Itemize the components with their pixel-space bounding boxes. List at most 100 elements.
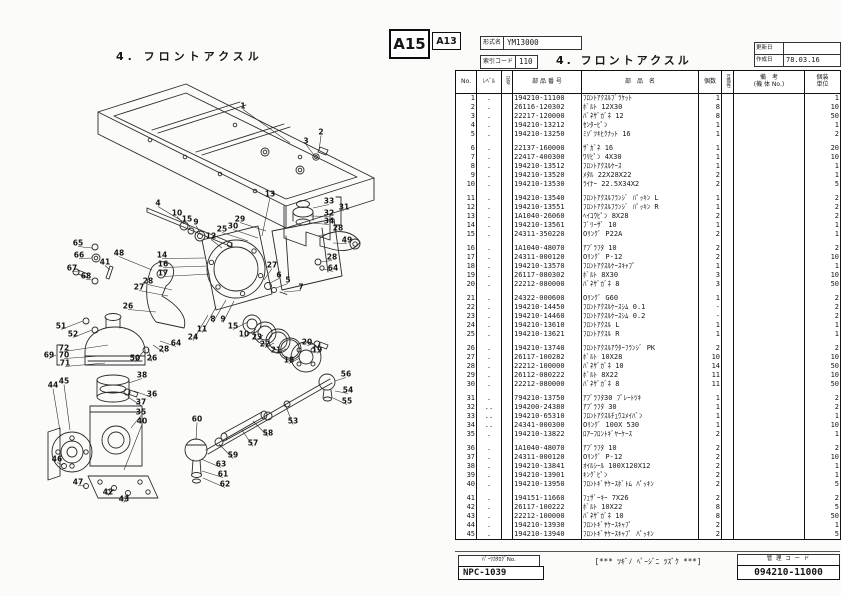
cell-unit: 10 xyxy=(804,421,841,430)
cell-unit: 1 xyxy=(804,230,841,239)
cell-note xyxy=(733,162,805,171)
cell-sym xyxy=(501,362,513,371)
cell-pn: 794210-13750 xyxy=(512,394,582,403)
cell-note xyxy=(733,93,805,103)
cell-qty: 8 xyxy=(698,512,722,521)
cell-unit: 2 xyxy=(804,394,841,403)
cell-unit: 1 xyxy=(804,412,841,421)
cell-note xyxy=(733,330,805,339)
cell-compat xyxy=(721,171,734,180)
cell-note xyxy=(733,403,805,412)
cell-pn: 194210-14450 xyxy=(512,303,582,312)
cell-note xyxy=(733,412,805,421)
cell-compat xyxy=(721,130,734,139)
callout-24: 24 xyxy=(187,332,199,342)
group-gap xyxy=(455,389,841,394)
cell-sym xyxy=(501,403,513,412)
cell-level: . xyxy=(476,153,502,162)
cell-note xyxy=(733,153,805,162)
group-gap xyxy=(455,439,841,444)
cell-unit: 1 xyxy=(804,430,841,439)
cell-name: ﾊﾞﾈｻﾞｶﾞﾈ 12 xyxy=(581,112,699,121)
cell-no: 44 xyxy=(455,521,477,530)
cell-no: 10 xyxy=(455,180,477,189)
cell-name: ﾌﾛﾝﾄｱｸｽﾙﾌﾞﾗｹｯﾄ xyxy=(581,93,699,103)
cell-name: ｻﾞｶﾞﾈ 16 xyxy=(581,144,699,153)
continued-note: [*** ﾂｷﾞﾉ ﾍﾟｰｼﾞﾆ ﾂｽﾞｸ ***] xyxy=(594,557,702,566)
cell-level: . xyxy=(476,212,502,221)
callout-26: 26 xyxy=(122,301,134,311)
cell-name: ｾﾝﾀｰﾋﾟﾝ xyxy=(581,121,699,130)
cell-sym xyxy=(501,512,513,521)
cell-level: .. xyxy=(476,421,502,430)
cell-sym xyxy=(501,344,513,353)
cell-sym xyxy=(501,303,513,312)
cell-qty: 1 xyxy=(698,153,722,162)
group-gap xyxy=(455,189,841,194)
cell-unit: 20 xyxy=(804,144,841,153)
col-part-name: 部 品 名 xyxy=(581,70,699,94)
cell-pn: 26112-080222 xyxy=(512,371,582,380)
cell-compat xyxy=(721,244,734,253)
cell-note xyxy=(733,194,805,203)
group-gap xyxy=(455,289,841,294)
cell-no: 2 xyxy=(455,103,477,112)
cell-pn: 194210-13740 xyxy=(512,344,582,353)
cell-name: ﾎﾞﾙﾄ 10X28 xyxy=(581,353,699,362)
cell-unit: 10 xyxy=(804,153,841,162)
callout-9: 9 xyxy=(220,314,226,324)
cell-name: ﾊﾞﾈｻﾞｶﾞﾈ 10 xyxy=(581,512,699,521)
cell-compat xyxy=(721,212,734,221)
cell-pn: 194210-13530 xyxy=(512,180,582,189)
cell-qty: 2 xyxy=(698,230,722,239)
cell-note xyxy=(733,462,805,471)
cell-no: 17 xyxy=(455,253,477,262)
cell-compat xyxy=(721,394,734,403)
group-gap xyxy=(455,489,841,494)
cell-no: 32 xyxy=(455,403,477,412)
cell-compat xyxy=(721,371,734,380)
cell-no: 35 xyxy=(455,430,477,439)
cell-sym xyxy=(501,144,513,153)
cell-note xyxy=(733,221,805,230)
cell-name: ﾛｱｰﾌﾛﾝﾄｷﾞﾔｰｹｰｽ xyxy=(581,430,699,439)
cell-pn: 194210-13822 xyxy=(512,430,582,439)
cell-name: ﾌﾞﾘｰｻﾞ 10 xyxy=(581,221,699,230)
cell-name: Oﾘﾝｸﾞ G60 xyxy=(581,294,699,303)
callout-15: 15 xyxy=(227,321,239,331)
cell-compat xyxy=(721,494,734,503)
cell-no: 14 xyxy=(455,221,477,230)
cell-level: . xyxy=(476,180,502,189)
cell-qty: 1 xyxy=(698,144,722,153)
callout-43: 43 xyxy=(118,494,130,504)
cell-compat xyxy=(721,480,734,489)
cell-level: . xyxy=(476,203,502,212)
cell-sym xyxy=(501,453,513,462)
cell-pn: 194210-13930 xyxy=(512,521,582,530)
cell-qty: 1 xyxy=(698,262,722,271)
cell-unit: 1 xyxy=(804,471,841,480)
cell-sym xyxy=(501,262,513,271)
cell-sym xyxy=(501,353,513,362)
cell-sym xyxy=(501,380,513,389)
callout-20: 20 xyxy=(301,337,313,347)
callout-37: 37 xyxy=(135,397,147,407)
cell-note xyxy=(733,280,805,289)
callout-6: 6 xyxy=(276,270,282,280)
cell-level: . xyxy=(476,353,502,362)
cell-compat xyxy=(721,530,734,540)
index-code-value: 110 xyxy=(519,57,533,66)
cell-pn: 26117-080302 xyxy=(512,271,582,280)
cell-sym xyxy=(501,371,513,380)
callout-67: 67 xyxy=(66,263,78,273)
